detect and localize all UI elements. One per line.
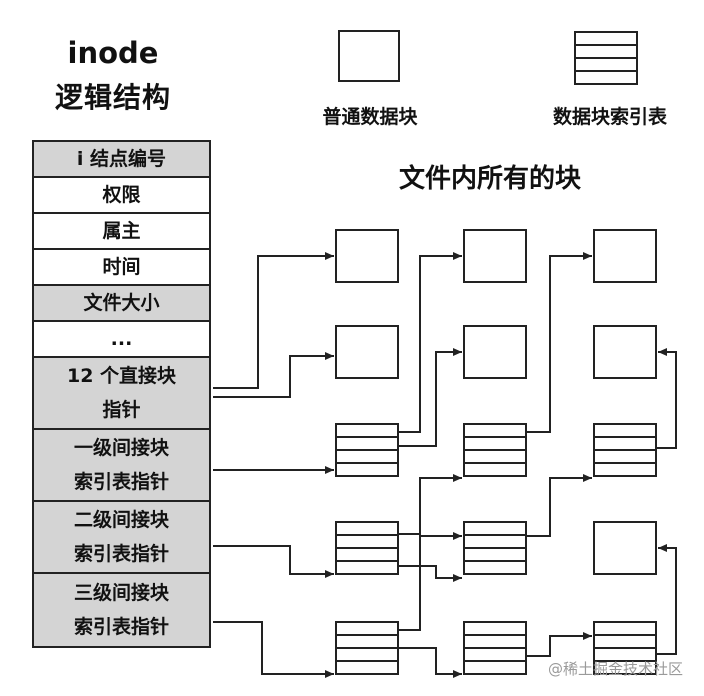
inode-field-label: ... (110, 328, 133, 350)
inode-field: 三级间接块索引表指针 (34, 574, 209, 646)
index-block (335, 621, 399, 675)
data-block (463, 229, 527, 283)
index-block (335, 521, 399, 575)
inode-field-label: 索引表指针 (73, 543, 169, 565)
inode-field-label: 指针 (102, 399, 141, 421)
data-block (593, 521, 657, 575)
data-block (593, 325, 657, 379)
inode-field-label: 索引表指针 (73, 471, 169, 493)
arrow-double-indirect (213, 545, 334, 578)
data-block (335, 229, 399, 283)
inode-field-label: 文件大小 (83, 292, 160, 314)
data-block (593, 229, 657, 283)
inode-field-label: 二级间接块 (73, 509, 169, 531)
inode-field: i 结点编号 (34, 142, 209, 178)
index-block (463, 521, 527, 575)
inode-field: 文件大小 (34, 286, 209, 322)
blocks-title: 文件内所有的块 (398, 164, 581, 194)
inode-field-label: 权限 (102, 184, 141, 206)
inode-field: 属主 (34, 214, 209, 250)
index-block (335, 423, 399, 477)
inode-field-label: 索引表指针 (73, 616, 169, 638)
inode-title: inode (67, 36, 159, 70)
inode-field: 12 个直接块指针 (34, 358, 209, 430)
inode-field-label: 三级间接块 (73, 582, 169, 604)
legend-plain-block-icon (338, 30, 400, 82)
index-block (593, 621, 657, 675)
inode-field-label: 属主 (102, 220, 141, 242)
arrow-direct-1 (213, 252, 334, 389)
inode-table: i 结点编号权限属主时间文件大小...12 个直接块指针一级间接块索引表指针二级… (32, 140, 211, 648)
inode-field: 权限 (34, 178, 209, 214)
watermark: @稀土掘金技术社区 (548, 660, 684, 678)
legend-index-block-label: 数据块索引表 (552, 106, 667, 128)
arrow-direct-2 (213, 352, 334, 398)
data-block (463, 325, 527, 379)
data-block (335, 325, 399, 379)
inode-field-label: i 结点编号 (76, 148, 167, 170)
inode-field: ... (34, 322, 209, 358)
inode-field: 时间 (34, 250, 209, 286)
inode-field: 一级间接块索引表指针 (34, 430, 209, 502)
index-block (593, 423, 657, 477)
inode-field: 二级间接块索引表指针 (34, 502, 209, 574)
inode-field-label: 时间 (102, 256, 141, 278)
arrow-triple-indirect (213, 621, 334, 678)
inode-field-label: 12 个直接块 (66, 365, 177, 387)
inode-subtitle: 逻辑结构 (54, 81, 171, 114)
index-block (463, 423, 527, 477)
index-block (463, 621, 527, 675)
inode-field-label: 一级间接块 (73, 437, 169, 459)
legend-plain-block-label: 普通数据块 (322, 106, 418, 128)
